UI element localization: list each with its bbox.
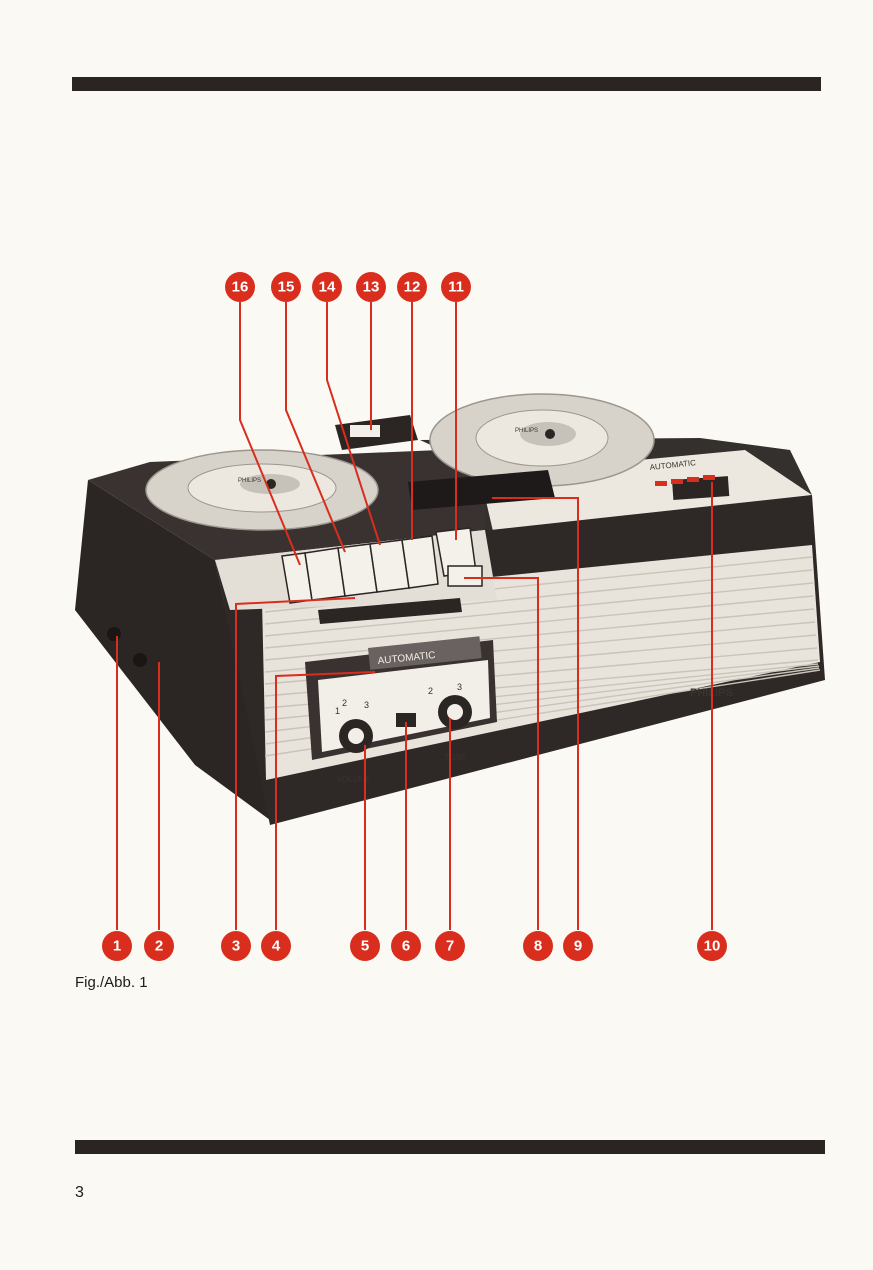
volume-scale-2: 2 — [342, 698, 347, 708]
callout-9: 9 — [563, 931, 593, 961]
tone-scale-3: 3 — [457, 682, 462, 692]
callout-1: 1 — [102, 931, 132, 961]
header-rule — [72, 77, 821, 91]
footer-rule — [75, 1140, 825, 1154]
volume-scale-3: 3 — [364, 700, 369, 710]
svg-text:9: 9 — [574, 938, 582, 955]
callout-15: 15 — [271, 272, 301, 302]
svg-text:10: 10 — [704, 938, 721, 955]
svg-text:7: 7 — [446, 938, 454, 955]
svg-text:6: 6 — [402, 938, 410, 955]
volume-scale-1: 1 — [335, 706, 340, 716]
pause-label: PAUSE — [422, 517, 446, 526]
svg-text:3: 3 — [232, 938, 240, 955]
callout-10: 10 — [697, 931, 727, 961]
leader-lines — [116, 302, 713, 930]
callout-5: 5 — [350, 931, 380, 961]
tape-recorder-illustration — [75, 393, 825, 825]
svg-text:16: 16 — [232, 279, 249, 296]
svg-text:14: 14 — [319, 279, 336, 296]
callout-7: 7 — [435, 931, 465, 961]
callout-6: 6 — [391, 931, 421, 961]
svg-text:8: 8 — [534, 938, 542, 955]
callout-13: 13 — [356, 272, 386, 302]
svg-text:5: 5 — [361, 938, 369, 955]
callout-14: 14 — [312, 272, 342, 302]
tone-label: TONE — [444, 753, 466, 762]
callout-3: 3 — [221, 931, 251, 961]
callout-8: 8 — [523, 931, 553, 961]
svg-text:11: 11 — [448, 279, 464, 296]
svg-text:4: 4 — [272, 938, 281, 955]
callout-16: 16 — [225, 272, 255, 302]
figure-caption: Fig./Abb. 1 — [75, 974, 148, 991]
svg-text:12: 12 — [404, 279, 421, 296]
svg-text:1: 1 — [113, 938, 121, 955]
callout-4: 4 — [261, 931, 291, 961]
callout-11: 11 — [441, 272, 471, 302]
right-reel-label: PHILIPS — [515, 428, 538, 434]
volume-label: VOLUME — [337, 775, 371, 784]
tone-scale-2: 2 — [428, 686, 433, 696]
callout-12: 12 — [397, 272, 427, 302]
page-number: 3 — [75, 1184, 84, 1201]
svg-text:15: 15 — [278, 279, 295, 296]
left-reel-label: PHILIPS — [238, 478, 261, 484]
svg-text:13: 13 — [363, 279, 380, 296]
svg-text:2: 2 — [155, 938, 163, 955]
callout-2: 2 — [144, 931, 174, 961]
